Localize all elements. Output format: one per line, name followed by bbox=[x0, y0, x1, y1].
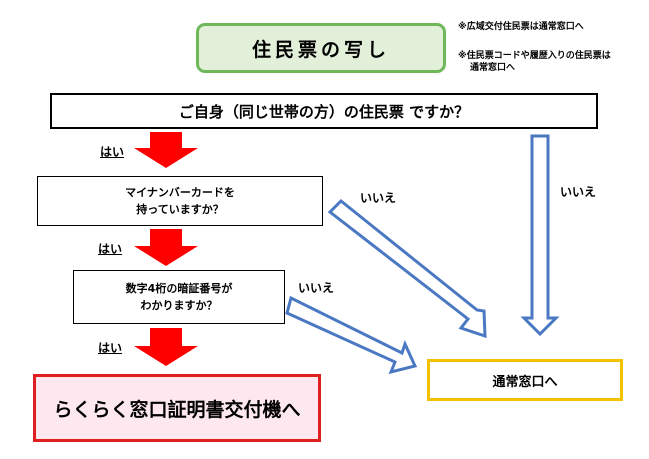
no-arrow-card bbox=[327, 198, 487, 339]
yes-arrow-2 bbox=[134, 229, 198, 266]
question-mynumber-card: マイナンバーカードを 持っていますか？ bbox=[37, 176, 323, 226]
yes-label-3: はい bbox=[98, 341, 123, 355]
note-code-history-cont: 通常窓口へ bbox=[470, 63, 516, 73]
title-box: 住民票の写し bbox=[196, 23, 446, 73]
question-pin-line1: 数字4桁の暗証番号が bbox=[125, 281, 233, 295]
question-card-line2: 持っていますか？ bbox=[136, 203, 224, 216]
no-label-main: いいえ bbox=[560, 185, 597, 199]
yes-arrow-1 bbox=[134, 132, 198, 168]
outcome-counter-text: 通常窓口へ bbox=[492, 374, 558, 390]
no-label-card: いいえ bbox=[360, 191, 397, 205]
outcome-counter: 通常窓口へ bbox=[427, 359, 623, 401]
page-title: 住民票の写し bbox=[251, 38, 390, 61]
outcome-kiosk-text: らくらく窓口証明書交付機へ bbox=[53, 398, 301, 421]
question-card-line1: マイナンバーカードを bbox=[125, 185, 235, 199]
question-own-resident-record: ご自身（同じ世帯の方）の住民票 ですか？ bbox=[50, 93, 598, 129]
yes-label-1: はい bbox=[100, 145, 125, 159]
note-code-history: ※住民票コードや履歴入りの住民票は bbox=[458, 51, 611, 61]
note-wide-area: ※広域交付住民票は通常窓口へ bbox=[458, 22, 584, 32]
no-label-pin: いいえ bbox=[298, 281, 335, 295]
yes-label-2: はい bbox=[98, 242, 123, 256]
question-pin-line2: わかりますか？ bbox=[140, 299, 218, 312]
no-arrow-main bbox=[520, 134, 560, 337]
outcome-kiosk: らくらく窓口証明書交付機へ bbox=[33, 374, 321, 442]
question-pin-code: 数字4桁の暗証番号が わかりますか？ bbox=[73, 270, 285, 324]
yes-arrow-3 bbox=[134, 328, 198, 366]
no-arrow-pin bbox=[285, 295, 418, 375]
question-main-text: ご自身（同じ世帯の方）の住民票 ですか？ bbox=[178, 102, 470, 121]
